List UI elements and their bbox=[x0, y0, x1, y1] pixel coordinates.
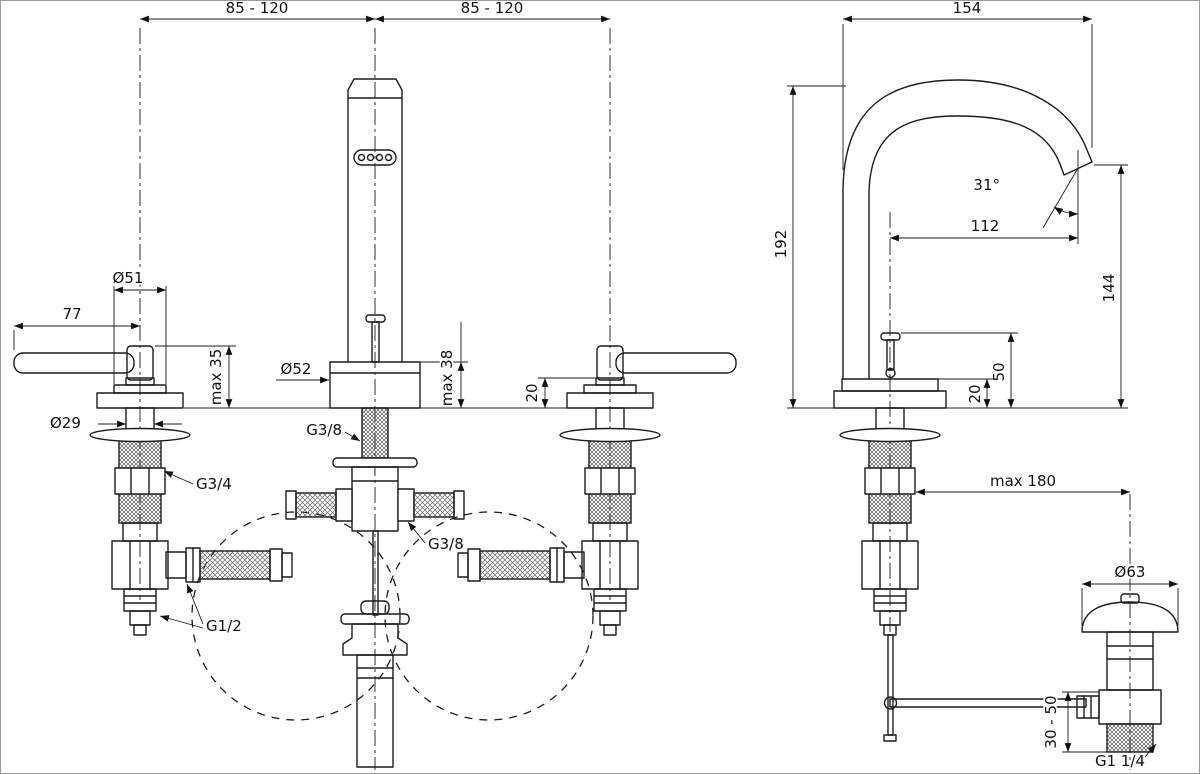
waste-dome bbox=[1081, 601, 1179, 633]
spout-washer bbox=[332, 457, 418, 468]
left-handle-front bbox=[13, 345, 293, 636]
label-spout-thread: G3/8 bbox=[306, 421, 342, 439]
left-mounting-nut bbox=[114, 467, 166, 495]
rod-ball-joint bbox=[883, 696, 898, 710]
spout-side bbox=[833, 79, 1093, 409]
right-mounting-nut bbox=[584, 467, 636, 495]
dim-knob-height: 50 bbox=[990, 362, 1008, 381]
dim-spout-base-diameter: Ø52 bbox=[281, 360, 312, 378]
front-dimensions: 85 - 120 85 - 120 Ø51 77 max 35 Ø29 Ø52 … bbox=[13, 0, 610, 637]
dim-handle-diameter: Ø51 bbox=[113, 269, 144, 287]
left-flex-hose bbox=[199, 550, 271, 580]
spout-body-side bbox=[842, 79, 1093, 380]
drain-side bbox=[1076, 593, 1179, 753]
dim-spacing-right: 85 - 120 bbox=[461, 0, 524, 17]
dim-outlet-height: 144 bbox=[1100, 274, 1118, 303]
dim-shank-diameter: Ø29 bbox=[50, 414, 81, 432]
waste-knob bbox=[1120, 593, 1140, 604]
dim-spacing-left: 85 - 120 bbox=[226, 0, 289, 17]
spout-button-panel bbox=[353, 149, 397, 166]
spout-front bbox=[285, 78, 465, 616]
dim-escutcheon-height-front: 20 bbox=[523, 383, 541, 402]
left-flange bbox=[89, 427, 191, 443]
waste-lever-gland bbox=[1076, 695, 1100, 719]
drain-front bbox=[340, 600, 410, 768]
spout-body-front bbox=[347, 78, 403, 363]
label-waste-thread: G1 1/4 bbox=[1095, 752, 1145, 770]
popup-knob-front bbox=[371, 321, 380, 363]
dim-escutcheon-height-side: 20 bbox=[966, 384, 984, 403]
waste-thread bbox=[1106, 723, 1154, 753]
left-lever-hub bbox=[126, 345, 154, 381]
popup-rod-side bbox=[887, 634, 894, 736]
dim-drain-distance: max 180 bbox=[990, 472, 1056, 490]
basin-circle-left bbox=[191, 511, 401, 721]
right-lever-hub bbox=[596, 345, 624, 381]
popup-lever-arm bbox=[889, 698, 1087, 708]
dim-handle-height: max 35 bbox=[207, 349, 225, 406]
left-lever bbox=[13, 352, 135, 374]
spout-threaded-stud bbox=[361, 407, 389, 459]
below-deck-side bbox=[839, 407, 1087, 742]
dim-spout-angle: 31° bbox=[973, 176, 1000, 194]
label-hose-thread: G3/8 bbox=[428, 535, 464, 553]
right-flange bbox=[559, 427, 661, 443]
dim-waste-diameter: Ø63 bbox=[1115, 563, 1146, 581]
dim-spout-reach: 112 bbox=[971, 217, 1000, 235]
label-handle-thread: G3/4 bbox=[196, 475, 232, 493]
popup-rod-front bbox=[372, 530, 379, 616]
dim-lever-length: 77 bbox=[62, 305, 81, 323]
mixer-hose-right bbox=[413, 492, 455, 518]
dim-base-height: max 38 bbox=[438, 350, 456, 407]
right-handle-front bbox=[457, 345, 737, 636]
dim-overall-height: 192 bbox=[772, 230, 790, 259]
right-flex-hose bbox=[479, 550, 551, 580]
basin-outline-circles bbox=[191, 511, 594, 721]
side-mounting-nut bbox=[864, 467, 916, 495]
dim-overall-width: 154 bbox=[953, 0, 982, 17]
side-dimensions: 154 192 112 31° 144 50 20 max 180 Ø63 30… bbox=[770, 0, 1179, 772]
right-lever bbox=[615, 352, 737, 374]
dim-waste-range: 30 - 50 bbox=[1042, 695, 1060, 748]
side-flange bbox=[839, 427, 941, 443]
drain-tailpiece bbox=[356, 654, 394, 768]
label-supply-thread: G1/2 bbox=[206, 617, 242, 635]
popup-knob-side bbox=[880, 332, 901, 341]
basin-circle-right bbox=[384, 511, 594, 721]
mixer-hose-left bbox=[295, 492, 337, 518]
